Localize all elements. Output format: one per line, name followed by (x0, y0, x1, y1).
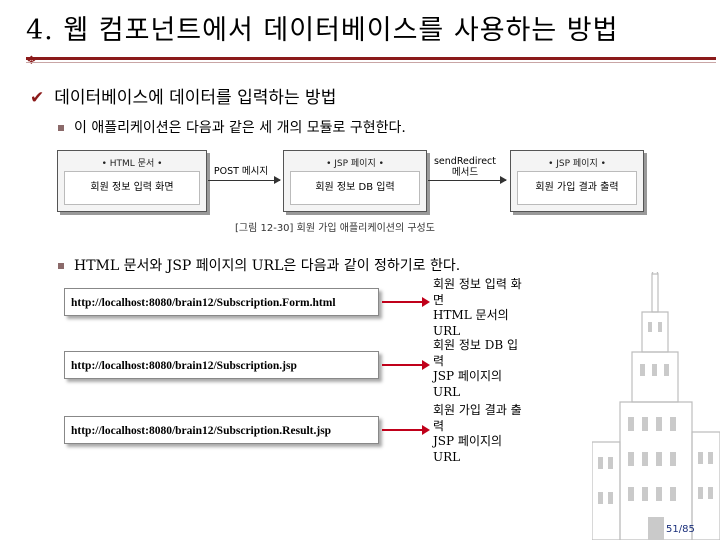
diagram-box-body: 회원 정보 DB 입력 (290, 171, 420, 205)
diagram-arrow-label-redirect: sendRedirect 메서드 (425, 156, 505, 178)
main-bullet-text: 데이터베이스에 데이터를 입력하는 방법 (54, 88, 337, 108)
diagram-box-jsp-result: • JSP 페이지 • 회원 가입 결과 출력 (510, 150, 644, 212)
title-underline (26, 57, 716, 60)
url-box-db: http://localhost:8080/brain12/Subscripti… (64, 351, 379, 379)
application-diagram: • HTML 문서 • 회원 정보 입력 화면 POST 메시지 • JSP 페… (55, 150, 650, 234)
checkmark-bullet-icon: ✔ (30, 88, 45, 108)
url-box-form: http://localhost:8080/brain12/Subscripti… (64, 288, 379, 316)
url-description-db: 회원 정보 DB 입 력 JSP 페이지의 URL (433, 338, 519, 399)
slide-title: 4. 웹 컴포넌트에서 데이터베이스를 사용하는 방법 (26, 15, 619, 46)
diagram-box-jsp-db: • JSP 페이지 • 회원 정보 DB 입력 (283, 150, 427, 212)
diagram-arrow-redirect (428, 176, 507, 184)
sub-bullet-urls-text: HTML 문서와 JSP 페이지의 URL은 다음과 같이 정하기로 한다. (74, 258, 461, 274)
url-description-result: 회원 가입 결과 출 력 JSP 페이지의 URL (433, 403, 522, 464)
diagram-box-body: 회원 가입 결과 출력 (517, 171, 637, 205)
red-arrow-result (382, 425, 430, 435)
diagram-box-header: • JSP 페이지 • (326, 159, 384, 169)
url-description-form: 회원 정보 입력 화 면 HTML 문서의 URL (433, 277, 522, 338)
diagram-arrow-label-line1: sendRedirect (433, 156, 497, 167)
square-bullet-icon (58, 263, 64, 269)
diagram-arrow-label-line2: 메서드 (451, 167, 479, 178)
diagram-box-header: • JSP 페이지 • (548, 159, 606, 169)
building-watermark-image (592, 272, 720, 540)
sub-bullet-modules: 이 애플리케이션은 다음과 같은 세 개의 모듈로 구현한다. (58, 117, 406, 137)
main-bullet: ✔ 데이터베이스에 데이터를 입력하는 방법 (30, 83, 336, 108)
diagram-caption: [그림 12-30] 회원 가입 애플리케이션의 구성도 (235, 223, 435, 234)
title-diamond-icon: ❖ (26, 53, 37, 67)
sub-bullet-modules-text: 이 애플리케이션은 다음과 같은 세 개의 모듈로 구현한다. (74, 120, 406, 136)
diagram-box-header: • HTML 문서 • (101, 159, 163, 169)
diagram-box-html: • HTML 문서 • 회원 정보 입력 화면 (57, 150, 207, 212)
url-box-result: http://localhost:8080/brain12/Subscripti… (64, 416, 379, 444)
diagram-box-body: 회원 정보 입력 화면 (64, 171, 200, 205)
sub-bullet-urls: HTML 문서와 JSP 페이지의 URL은 다음과 같이 정하기로 한다. (58, 255, 460, 275)
title-underline-thin (26, 62, 716, 63)
diagram-arrow-post (208, 176, 281, 184)
red-arrow-db (382, 360, 430, 370)
page-number: 51/85 (666, 524, 695, 535)
square-bullet-icon (58, 125, 64, 131)
red-arrow-form (382, 297, 430, 307)
diagram-arrow-label-post: POST 메시지 (213, 166, 269, 177)
